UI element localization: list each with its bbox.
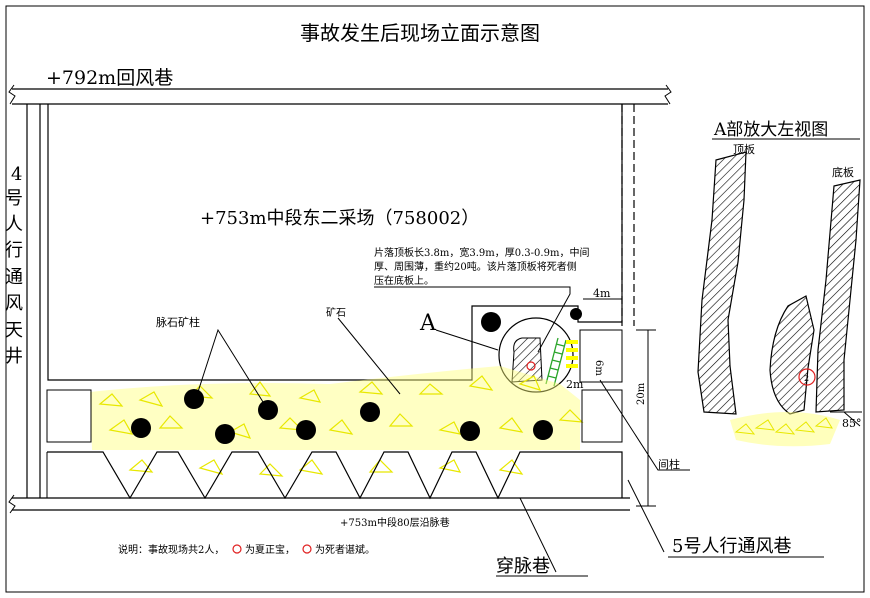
svg-text:压在底板上。: 压在底板上。: [374, 274, 434, 287]
ladder: [545, 337, 567, 387]
svg-text:片落顶板长3.8m，宽3.9m，厚0.3-0.9m，中间: 片落顶板长3.8m，宽3.9m，厚0.3-0.9m，中间: [374, 246, 589, 259]
ore-leader: [337, 317, 401, 395]
draw-funnels: [47, 451, 623, 500]
fallen-slab: [769, 295, 815, 415]
svg-text:厚、周围薄，重约20吨。该片落顶板将死者侧: 厚、周围薄，重约20吨。该片落顶板将死者侧: [374, 260, 577, 273]
return-airway: [8, 84, 672, 105]
svg-text:人: 人: [5, 214, 23, 235]
floor-plate: [815, 179, 861, 413]
rock-pillar: [460, 421, 480, 441]
vent-drift-leader: [627, 479, 665, 553]
svg-text:为死者谌斌。: 为死者谌斌。: [315, 544, 375, 556]
rock-pillar: [296, 420, 316, 440]
detail-title: A部放大左视图: [713, 120, 828, 140]
svg-text:为夏正宝，: 为夏正宝，: [245, 543, 295, 556]
victim-marker-detail: [798, 368, 816, 386]
crosscut-leader: [519, 497, 557, 573]
point-a-leader: [435, 329, 499, 351]
rock-pillar: [215, 424, 235, 444]
side-box-right: [581, 389, 623, 443]
ore-pile: [90, 366, 584, 477]
legend: 说明：事故现场共2人， 为夏正宝， 为死者谌斌。: [118, 543, 375, 556]
roof-plate: [697, 151, 747, 415]
svg-text:4: 4: [11, 164, 22, 185]
vein-drift-label: +753m中段80层沿脉巷: [340, 516, 450, 529]
rock-pillars: [131, 312, 553, 444]
raise: [621, 104, 635, 326]
stairs: [566, 340, 578, 368]
svg-text:说明：事故现场共2人，: 说明：事故现场共2人，: [118, 543, 224, 556]
victim-marker-number: 2: [804, 374, 809, 383]
ore-label: 矿石: [326, 306, 346, 319]
vent-drift-label: 5号人行通风巷: [672, 536, 791, 557]
return-airway-label: +792m回风巷: [46, 67, 173, 89]
collapsed-slab: [511, 337, 543, 383]
stope-outline: [47, 104, 623, 381]
dim-20m-label: 20m: [636, 382, 647, 405]
angle-label: 85°: [842, 417, 862, 430]
person-marker-2: [302, 544, 312, 554]
rock-pillar: [258, 400, 278, 420]
rock-pillar-leader: [195, 328, 269, 411]
person-marker-1: [232, 544, 242, 554]
crosscut-label: 穿脉巷: [496, 556, 550, 577]
detail-ore: [730, 412, 840, 447]
rock-pillar: [131, 418, 151, 438]
vent-shaft: [26, 104, 41, 498]
dim-6m-label: 6m: [593, 360, 604, 376]
dim-2m-label: 2m: [566, 378, 584, 391]
floor-label: 底板: [832, 165, 854, 179]
inter-pillar-label: 间柱: [658, 457, 680, 471]
detail-circle: [498, 317, 574, 393]
inter-pillar-leader: [599, 379, 690, 471]
victim-marker: [526, 361, 536, 371]
rock-pillar: [360, 402, 380, 422]
frame-border: [5, 5, 865, 593]
svg-text:井: 井: [5, 346, 23, 367]
roof-label: 顶板: [733, 142, 755, 156]
svg-text:风: 风: [5, 293, 23, 314]
rock-pillar-label: 脉石矿柱: [156, 315, 200, 329]
rock-pillar: [481, 312, 501, 332]
dim-4m-label: 4m: [593, 287, 611, 300]
angle-mark: [830, 411, 862, 427]
rock-pillar: [184, 389, 204, 409]
rock-pillar: [533, 420, 553, 440]
pillar-small: [570, 308, 582, 320]
shaft-label: 4 号 人 行 通 风 天 井: [5, 164, 23, 367]
svg-text:行: 行: [5, 240, 23, 261]
collapse-note: 片落顶板长3.8m，宽3.9m，厚0.3-0.9m，中间 厚、周围薄，重约20吨…: [374, 246, 589, 287]
diagram-title: 事故发生后现场立面示意图: [300, 21, 540, 45]
svg-text:通: 通: [5, 267, 23, 288]
side-box-left: [46, 389, 92, 443]
point-a-label: A: [419, 311, 437, 336]
vein-drift: [8, 494, 630, 514]
svg-text:号: 号: [5, 188, 23, 209]
svg-text:天: 天: [5, 320, 23, 341]
stope-label: +753m中段东二采场（758002）: [200, 208, 479, 229]
